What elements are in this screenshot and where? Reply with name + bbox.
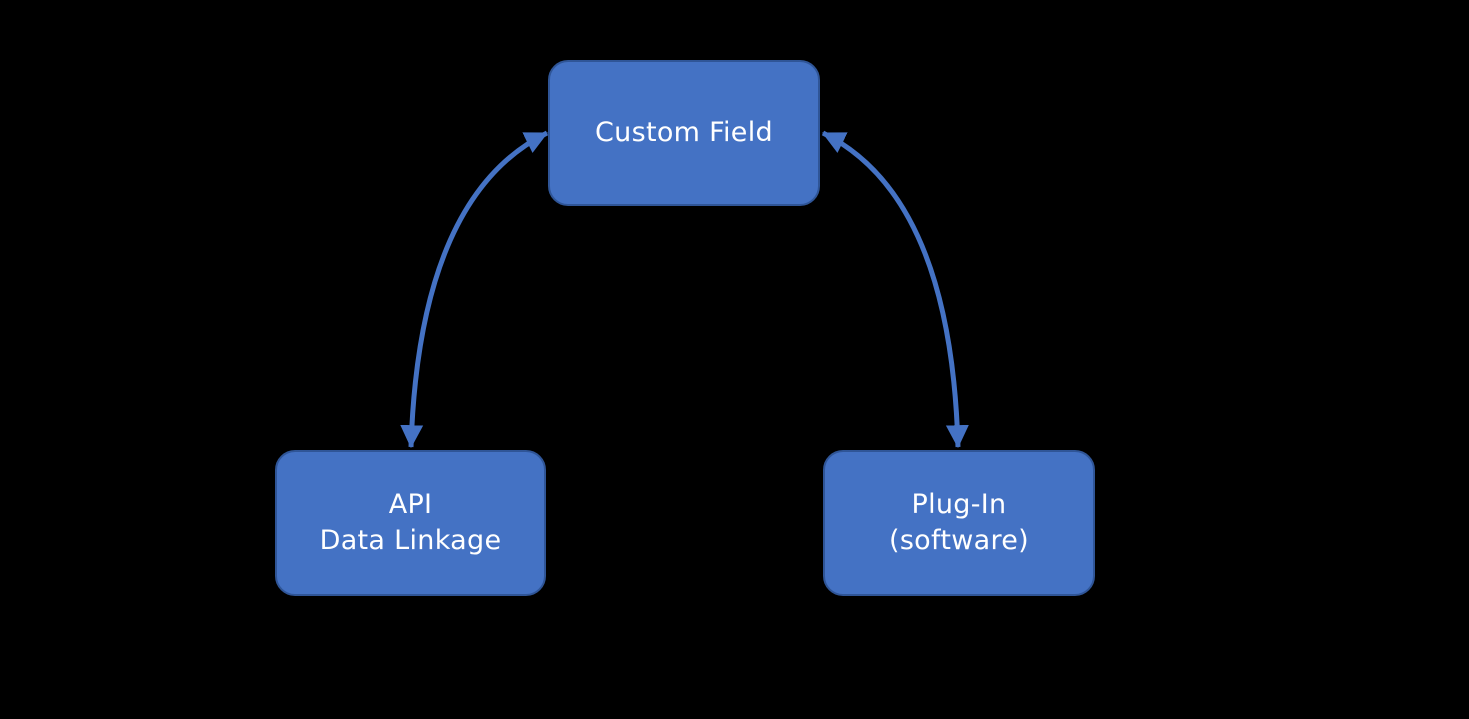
node-api-data-linkage: API Data Linkage bbox=[275, 450, 546, 596]
node-api-label-line1: API bbox=[388, 488, 433, 520]
connector-custom-field-to-api bbox=[400, 130, 549, 449]
node-custom-field-label: Custom Field bbox=[595, 116, 773, 148]
node-plugin-label-line1: Plug-In bbox=[911, 488, 1007, 520]
node-custom-field: Custom Field bbox=[548, 60, 820, 206]
node-plug-in-software: Plug-In (software) bbox=[823, 450, 1095, 596]
connector-custom-field-to-plugin bbox=[821, 130, 969, 449]
node-api-label-line2: Data Linkage bbox=[319, 525, 502, 556]
node-plugin-label-line2: (software) bbox=[888, 525, 1030, 556]
